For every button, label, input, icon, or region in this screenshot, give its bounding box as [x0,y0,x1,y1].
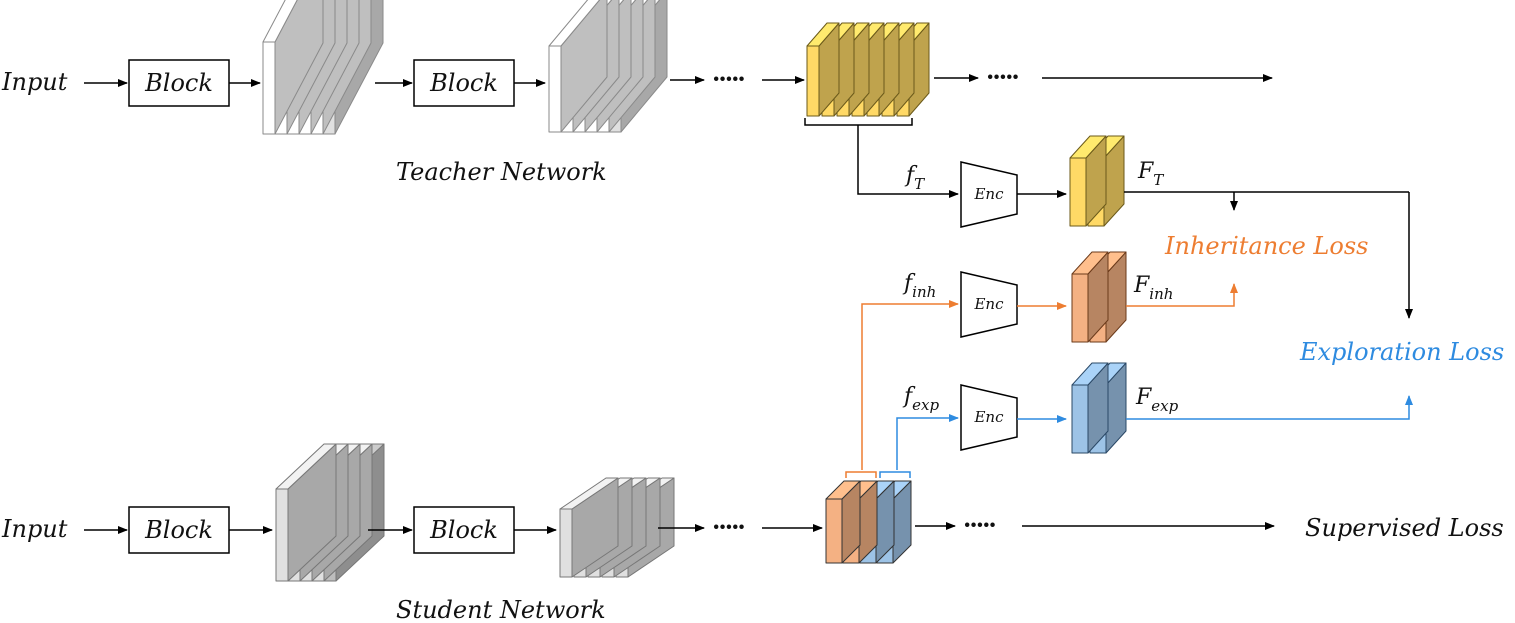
f-inh-label: finh [902,271,936,301]
teacher-encoder [960,161,1018,228]
teacher-ellipsis-1: ····· [712,64,744,93]
teacher-network-caption: Teacher Network [396,158,607,186]
inheritance-out-slab [1071,251,1109,343]
student-selected-slab [825,480,861,564]
teacher-block-2-label: Block [429,69,498,97]
exploration-loss-label: Exploration Loss [1299,338,1504,366]
teacher-block-1-label: Block [144,69,213,97]
student-feature-stack-2 [559,477,675,578]
inheritance-loss-label: Inheritance Loss [1164,232,1368,260]
exploration-bracket [879,471,911,478]
teacher-selected-feature-stack [806,22,930,117]
teacher-input-label: Input [1,68,68,96]
supervised-loss-label: Supervised Loss [1305,514,1504,542]
F-inh-label: Finh [1133,273,1173,303]
teacher-out-slab [1069,135,1107,227]
teacher-1-slab [262,0,324,135]
exploration-encoder [960,384,1018,451]
student-block-1-label: Block [144,516,213,544]
teacher-feature-stack-2 [548,0,668,133]
student-selected-feature-stack [825,480,912,564]
f-exp-label: fexp [902,384,939,414]
student-ellipsis-1: ····· [712,512,744,541]
teacher-selected-slab [806,22,840,117]
student-1-slab [275,443,337,582]
teacher-encoder-label: Enc [973,185,1004,203]
teacher-2-slab [548,0,608,133]
exploration-out-slab [1071,362,1109,454]
student-2-slab [559,477,619,578]
student-feature-stack-1 [275,443,385,582]
teacher-ellipsis-2: ····· [986,62,1018,91]
student-ellipsis-2: ····· [963,510,995,539]
teacher-encoded-feature [1069,135,1125,227]
student-block-2 [413,506,515,554]
F-t-label: FT [1137,159,1164,189]
teacher-feature-bracket [804,118,913,126]
student-network-caption: Student Network [396,596,606,623]
inheritance-bracket [845,471,877,478]
F-exp-label: Fexp [1135,385,1179,415]
teacher-feature-stack-1 [262,0,384,135]
student-block-2-label: Block [429,516,498,544]
f-t-label: fT [904,163,925,193]
inheritance-encoder-label: Enc [973,295,1004,313]
inheritance-encoder [960,271,1018,338]
inheritance-encoded-feature [1071,251,1127,343]
exploration-encoder-label: Enc [973,408,1004,426]
student-input-label: Input [1,515,68,543]
exploration-encoded-feature [1071,362,1127,454]
